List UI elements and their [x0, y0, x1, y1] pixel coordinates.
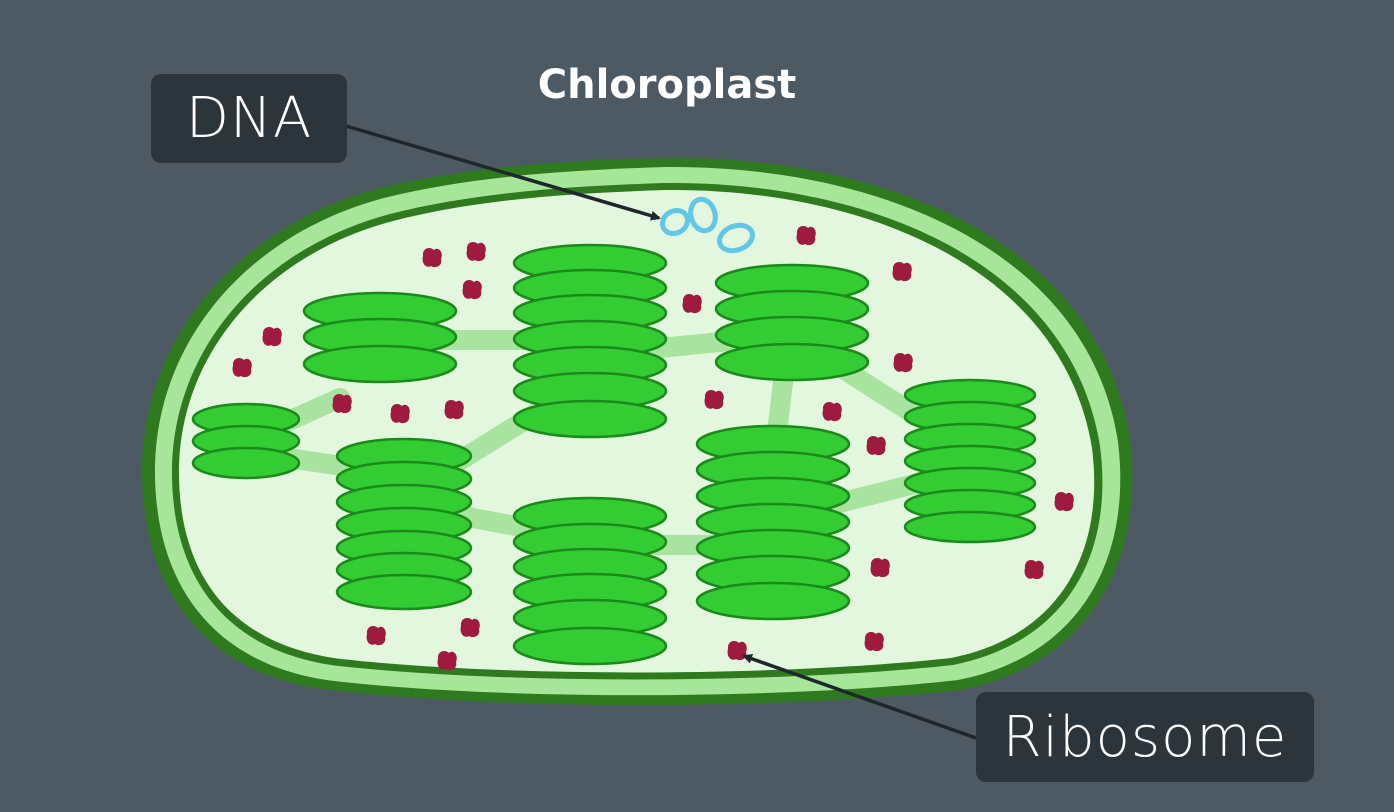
ribosome [822, 402, 842, 422]
dna-pointer-arrow [345, 124, 661, 221]
granum-stack-8 [903, 378, 1037, 544]
ribosome [864, 632, 884, 652]
ribosome [262, 327, 282, 347]
ribosome [390, 404, 410, 424]
ribosome [462, 280, 482, 300]
ribosome-group [232, 226, 1074, 671]
ribosome [366, 626, 386, 646]
granum-stack-4 [191, 402, 301, 480]
ribosome [796, 226, 816, 246]
granum-stack-5 [335, 437, 473, 611]
diagram-title: Chloroplast [537, 62, 797, 108]
ribosome [437, 651, 457, 671]
dna-label: DNA [151, 74, 347, 163]
ribosome [1024, 560, 1044, 580]
granum-stack-7 [695, 424, 851, 621]
granum-stack-3 [714, 263, 870, 382]
ribosome [870, 558, 890, 578]
ribosome [1054, 492, 1074, 512]
dna-strand [659, 196, 755, 254]
ribosome [682, 294, 702, 314]
ribosome [422, 248, 442, 268]
ribosome [727, 641, 747, 661]
ribosome [893, 353, 913, 373]
granum-stack-6 [512, 496, 668, 666]
ribosome [466, 242, 486, 262]
ribosome [232, 358, 252, 378]
ribosome [332, 394, 352, 414]
ribosome-pointer-arrow [742, 653, 977, 740]
ribosome [704, 390, 724, 410]
granum-stack-2 [512, 243, 668, 439]
ribosome [866, 436, 886, 456]
granum-stack-1 [302, 291, 458, 384]
ribosome [444, 400, 464, 420]
ribosome [460, 618, 480, 638]
ribosome-label: Ribosome [976, 692, 1314, 782]
ribosome [892, 262, 912, 282]
